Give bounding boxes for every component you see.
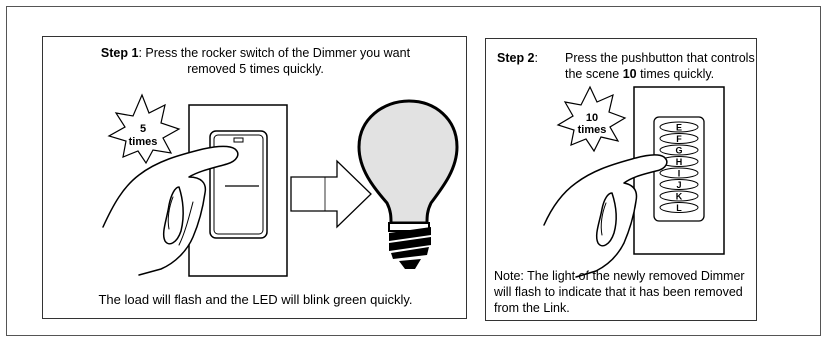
step2-note-line1: Note: The light of the newly removed Dim…	[494, 269, 745, 283]
step1-burst-count: 5	[140, 123, 146, 135]
keypad-button-label: H	[676, 157, 683, 167]
step2-note-line3: from the Link.	[494, 301, 570, 315]
step1-panel: Step 1: Press the rocker switch of the D…	[42, 36, 467, 319]
keypad-button-label: E	[676, 123, 682, 133]
step2-note-line2: will flash to indicate that it has been …	[494, 285, 743, 299]
light-bulb-icon	[359, 101, 457, 269]
keypad-button-e[interactable]: E	[660, 122, 698, 133]
keypad-button-g[interactable]: G	[660, 145, 698, 156]
step2-burst: 10 times	[558, 87, 625, 151]
keypad-button-l[interactable]: L	[660, 203, 698, 214]
keypad-button-label: I	[678, 169, 681, 179]
keypad-button-label: G	[675, 146, 682, 156]
step2-note: Note: The light of the newly removed Dim…	[494, 268, 756, 316]
keypad-button-f[interactable]: F	[660, 134, 698, 145]
step1-burst-unit: times	[129, 136, 158, 148]
keypad-button-label: L	[676, 203, 682, 213]
keypad-button-k[interactable]: K	[660, 191, 698, 202]
arrow-icon	[291, 161, 371, 227]
step1-caption: The load will flash and the LED will bli…	[43, 292, 468, 308]
step1-illustration: 5 times	[43, 37, 468, 320]
step1-burst: 5 times	[109, 95, 179, 163]
step2-burst-count: 10	[586, 112, 598, 124]
keypad-button-label: J	[676, 180, 681, 190]
keypad-button-j[interactable]: J	[660, 180, 698, 191]
keypad-button-label: F	[676, 134, 682, 144]
keypad-button-label: K	[676, 192, 683, 202]
keypad-button-i[interactable]: I	[660, 168, 698, 179]
step2-panel: Step 2: Press the pushbutton that contro…	[485, 38, 757, 321]
step2-burst-unit: times	[578, 124, 607, 136]
